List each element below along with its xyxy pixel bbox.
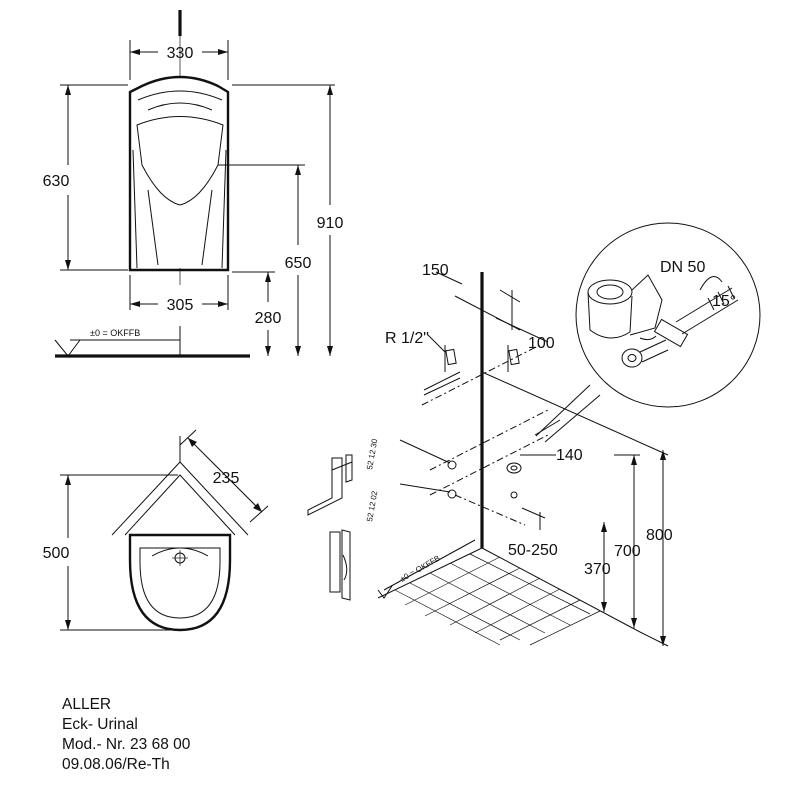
top-view: 235 500 <box>43 429 269 632</box>
part-lower-drawing <box>329 529 351 601</box>
caption-line-1: ALLER <box>62 696 112 713</box>
dim-700: 700 <box>614 543 641 560</box>
title-block: ALLER Eck- Urinal Mod.- Nr. 23 68 00 09.… <box>62 695 190 775</box>
dim-140: 140 <box>556 447 583 464</box>
floor-label-front: ±0 = OKFFB <box>90 328 140 338</box>
dim-650: 650 <box>285 255 312 272</box>
part-upper-drawing <box>307 454 353 516</box>
detail-view: DN 50 15° <box>575 222 761 408</box>
thread-label: R 1/2" <box>385 330 429 347</box>
floor-label-install: ±0 = OKFFB <box>399 554 442 584</box>
part-lower: 52 12 02 <box>365 490 379 523</box>
urinal-body-front <box>128 75 230 272</box>
dim-330: 330 <box>167 45 194 62</box>
dim-370: 370 <box>584 561 611 578</box>
dim-280: 280 <box>255 310 282 327</box>
dim-150: 150 <box>422 262 449 279</box>
dim-630: 630 <box>43 173 70 190</box>
dim-50-250: 50-250 <box>508 542 558 559</box>
installation-view: 150 100 R 1/2" 140 52 12 30 52 12 02 ±0 … <box>307 262 673 647</box>
dim-100: 100 <box>528 335 555 352</box>
caption-line-2: Eck- Urinal <box>62 716 138 733</box>
urinal-bowl-top <box>128 533 232 632</box>
part-upper: 52 12 30 <box>365 438 379 471</box>
floor-tiles <box>394 553 601 646</box>
dn-label: DN 50 <box>660 259 705 276</box>
caption-line-4: 09.08.06/Re-Th <box>62 756 170 773</box>
caption-line-3: Mod.- Nr. 23 68 00 <box>62 736 191 753</box>
dim-910: 910 <box>317 215 344 232</box>
angle-label: 15° <box>712 293 736 310</box>
dim-500: 500 <box>43 545 70 562</box>
front-view: 330 630 910 650 280 <box>43 10 344 358</box>
dim-800: 800 <box>646 527 673 544</box>
dim-305: 305 <box>167 297 194 314</box>
dim-235: 235 <box>213 470 240 487</box>
